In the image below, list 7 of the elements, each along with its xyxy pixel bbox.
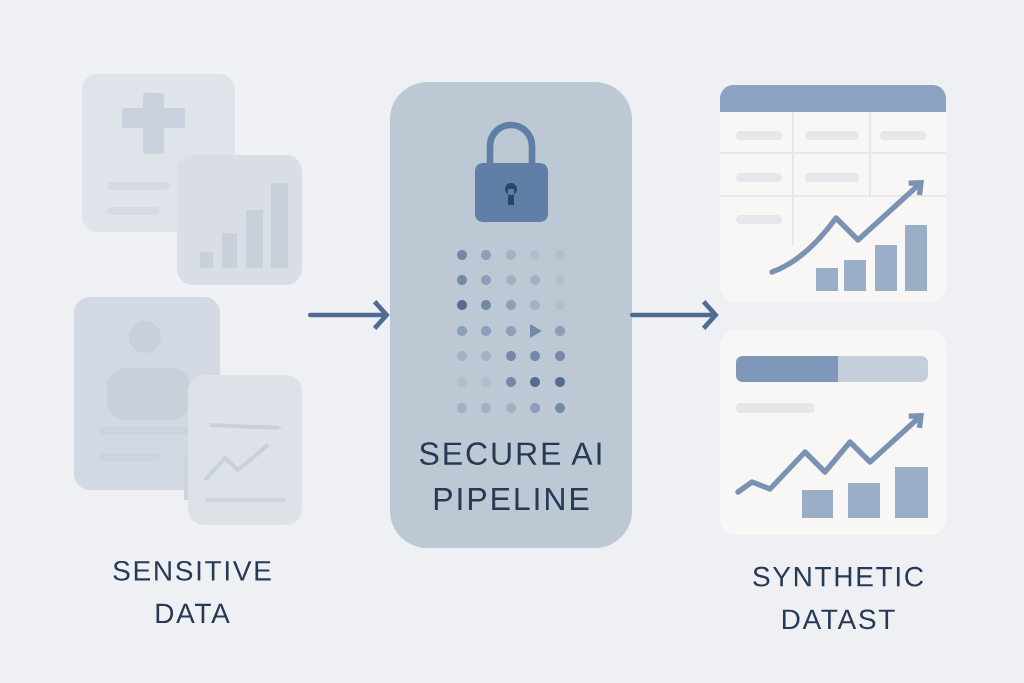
dashboard-drawing bbox=[719, 85, 947, 535]
documents-drawing bbox=[74, 74, 302, 525]
caption-text: SENSITIVE DATA bbox=[113, 560, 271, 624]
arrow bbox=[307, 300, 390, 330]
arrow bbox=[629, 300, 719, 330]
caption-text: SYNTHETIC DATAST bbox=[753, 566, 923, 630]
pipeline-box: SECURE AI PIPELINE bbox=[390, 82, 632, 548]
